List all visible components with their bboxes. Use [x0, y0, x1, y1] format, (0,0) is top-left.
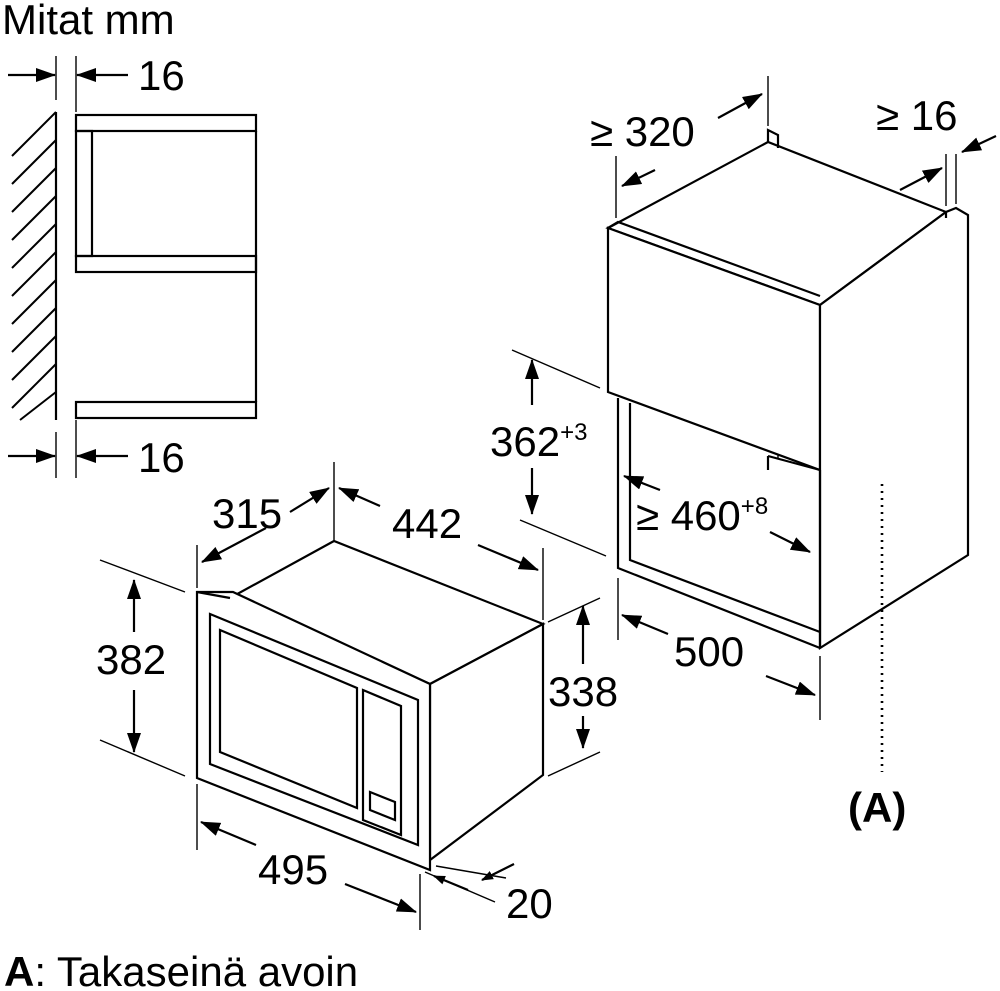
cabinet-drawing: ≥ 320 ≥ 16 362+3 ≥ 460+8 500 (A)	[490, 76, 997, 831]
cabinet-niche-height-label: 362+3	[490, 418, 587, 465]
microwave-front-width-label: 495	[258, 846, 328, 893]
side-top-gap-label: 16	[138, 52, 185, 99]
wall-hatching	[11, 111, 58, 421]
footer-note: A: Takaseinä avoin	[4, 948, 358, 991]
microwave-front-height-label: 382	[96, 636, 166, 683]
side-bottom-gap-label: 16	[138, 434, 185, 481]
microwave-width-label: 442	[392, 500, 462, 547]
cabinet-min-side-gap-label: ≥ 16	[876, 92, 957, 139]
page-title: Mitat mm	[2, 0, 175, 43]
cabinet-min-depth-label: ≥ 320	[590, 108, 695, 155]
side-view: 16 16	[8, 52, 258, 481]
cabinet-niche-width-label: ≥ 460+8	[636, 492, 768, 539]
cabinet-niche-depth-label: 500	[674, 628, 744, 675]
microwave-frame-depth-label: 20	[506, 880, 553, 927]
rear-wall-marker: (A)	[848, 784, 906, 831]
microwave-body-height-label: 338	[548, 668, 618, 715]
microwave-drawing: 315 442 382 338 495 20	[96, 462, 618, 930]
microwave-depth-label: 315	[212, 490, 282, 537]
